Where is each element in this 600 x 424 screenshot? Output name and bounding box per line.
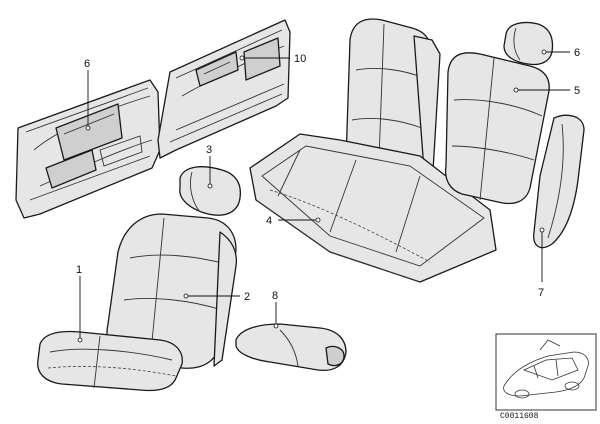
front-door-trim-panel xyxy=(15,79,161,219)
callout-1: 1 xyxy=(76,264,82,276)
armrest-part xyxy=(235,323,347,372)
callout-8: 8 xyxy=(272,290,278,302)
rear-seat-cushion xyxy=(249,133,497,283)
rear-backrest-right xyxy=(444,52,550,205)
front-headrest xyxy=(179,166,242,216)
callout-10: 10 xyxy=(294,53,306,65)
callout-4: 4 xyxy=(266,215,272,227)
callout-5: 5 xyxy=(574,85,580,97)
callout-6-door: 6 xyxy=(84,58,90,70)
front-seat-cushion xyxy=(37,330,183,392)
rear-door-trim-panel xyxy=(157,19,291,159)
side-bolster xyxy=(533,114,585,249)
callout-labels: 6 10 6 5 3 4 7 2 1 8 xyxy=(76,47,580,303)
callout-7: 7 xyxy=(538,287,544,299)
callout-2: 2 xyxy=(244,291,250,303)
callout-3: 3 xyxy=(206,144,212,156)
car-thumbnail: C0011608 xyxy=(495,333,597,421)
callout-6-headrest: 6 xyxy=(574,47,580,59)
front-seat-backrest xyxy=(106,213,238,369)
leader-lines xyxy=(77,49,570,343)
thumbnail-code: C0011608 xyxy=(500,412,539,421)
rear-headrest xyxy=(503,21,554,66)
